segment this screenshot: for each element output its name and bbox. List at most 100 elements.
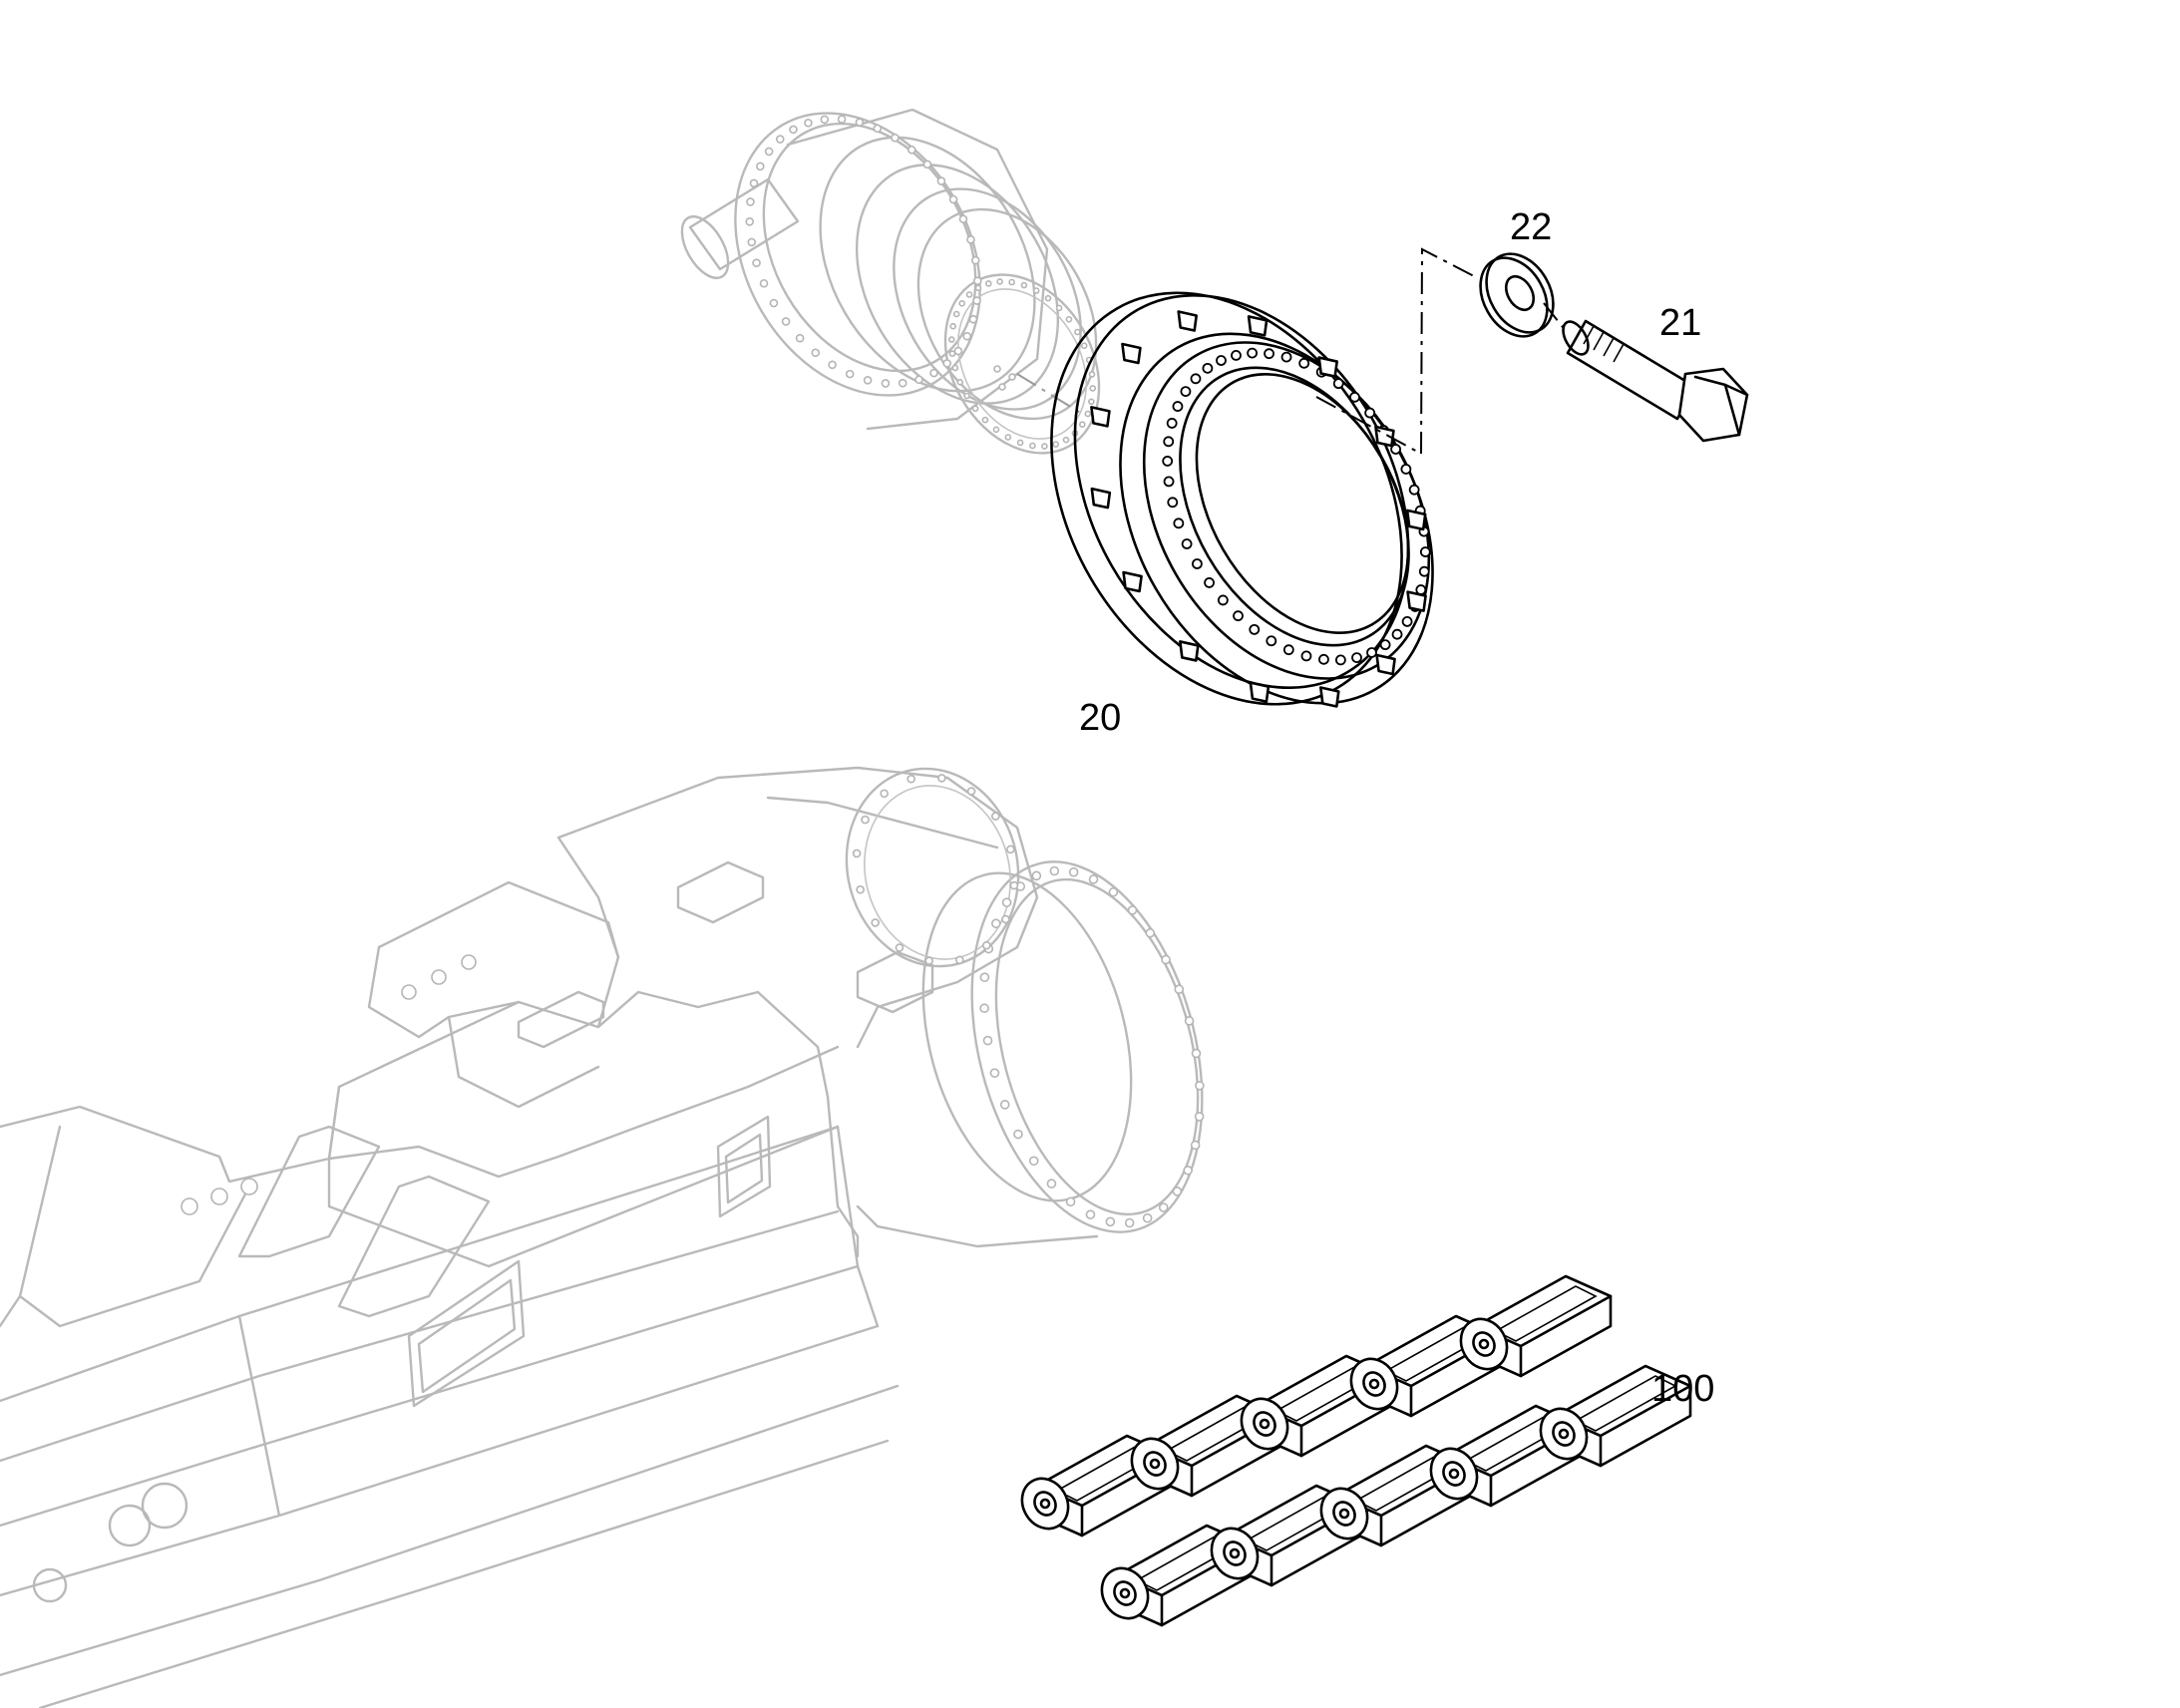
hub-bolt-holes bbox=[852, 774, 1205, 1228]
washer-part-22 bbox=[1479, 252, 1555, 338]
hub-hole bbox=[1127, 905, 1138, 915]
track-shoe bbox=[1459, 1274, 1613, 1378]
hub-hole bbox=[979, 972, 990, 982]
hub-hole bbox=[1161, 954, 1171, 965]
gearbox-face-hole bbox=[984, 280, 992, 287]
gearbox-face-hole bbox=[1016, 439, 1024, 447]
gearbox-face-hole bbox=[1004, 434, 1012, 441]
sprocket-hole bbox=[1202, 362, 1214, 374]
sprocket-hole bbox=[1247, 347, 1259, 359]
sprocket-hole bbox=[1390, 444, 1401, 455]
sprocket-tooth bbox=[1090, 406, 1111, 428]
gearbox-hole bbox=[845, 369, 855, 379]
gearbox-face-hole bbox=[1065, 315, 1073, 323]
gearbox-face-hole bbox=[1084, 410, 1092, 418]
sprocket-tooth bbox=[1249, 681, 1271, 703]
sprocket-hole bbox=[1180, 386, 1192, 398]
gearbox-face-hole bbox=[974, 284, 982, 292]
gearbox-face-hole bbox=[958, 300, 965, 307]
gearbox-hole bbox=[972, 296, 981, 305]
gearbox-hole bbox=[749, 178, 759, 188]
gearbox-face-hole bbox=[948, 350, 956, 357]
hub-hole bbox=[999, 1100, 1010, 1110]
gearbox-face-hole bbox=[1044, 294, 1052, 302]
assembly-centerlines bbox=[1315, 247, 1567, 455]
hub-hole bbox=[1105, 1216, 1116, 1227]
hub-hole bbox=[1001, 897, 1012, 907]
gearbox-hole bbox=[828, 360, 837, 370]
gearbox-face-hole bbox=[952, 310, 960, 318]
gearbox-hole bbox=[914, 375, 923, 385]
hub-hole bbox=[852, 849, 862, 858]
hub-hole bbox=[1183, 1165, 1193, 1176]
hub-hole bbox=[1068, 866, 1079, 877]
gearbox-face-hole bbox=[956, 378, 964, 386]
gearbox-face-hole bbox=[1029, 442, 1036, 450]
final-drive-gearbox bbox=[680, 108, 1101, 455]
hub-hole bbox=[1195, 1080, 1205, 1091]
gearbox-hole bbox=[958, 214, 968, 224]
hub-hole bbox=[1088, 874, 1099, 884]
gearbox-face-hole bbox=[992, 426, 1000, 434]
hub-hole bbox=[907, 774, 915, 784]
hub-hole bbox=[1085, 1209, 1096, 1219]
hub-hole bbox=[1158, 1202, 1169, 1212]
sprocket-tooth bbox=[1122, 570, 1143, 593]
sprocket-hole bbox=[1408, 484, 1420, 496]
sprocket-hole bbox=[1351, 652, 1362, 664]
gearbox-hole bbox=[962, 331, 972, 341]
gearbox-face-hole bbox=[1055, 304, 1063, 312]
gearbox-hole bbox=[795, 333, 805, 343]
gearbox-hole bbox=[873, 124, 883, 134]
hub-hole bbox=[1174, 984, 1185, 994]
gearbox-face-hole bbox=[1020, 281, 1028, 289]
track-chain-part-100 bbox=[1020, 1274, 1692, 1627]
sprocket-hole bbox=[1166, 418, 1178, 429]
sprocket-tooth bbox=[1317, 356, 1338, 378]
gearbox-hole bbox=[973, 276, 982, 286]
gearbox-face-hole bbox=[981, 416, 989, 424]
hub-hole bbox=[1031, 870, 1042, 881]
gearbox-hole bbox=[769, 298, 779, 308]
sprocket-hole bbox=[1163, 476, 1175, 488]
hub-hole bbox=[1065, 1196, 1076, 1207]
gearbox-face-hole bbox=[1041, 443, 1048, 450]
sprocket-hole bbox=[1298, 357, 1310, 369]
sprocket-tooth bbox=[1090, 487, 1112, 510]
gearbox-axis-line bbox=[1016, 373, 1083, 415]
hub-hole bbox=[1194, 1112, 1205, 1122]
gearbox-face-hole bbox=[996, 278, 1003, 285]
callout-bolt: 21 bbox=[1659, 302, 1701, 344]
sprocket-hole bbox=[1172, 401, 1184, 412]
sprocket-hole bbox=[1391, 628, 1403, 640]
sprocket-bolt-holes bbox=[1162, 347, 1431, 666]
gearbox-face-hole bbox=[1062, 436, 1070, 444]
callout-sprocket-ring: 20 bbox=[1079, 697, 1121, 739]
hub-hole bbox=[1145, 927, 1156, 938]
gearbox-face-hole bbox=[963, 392, 970, 400]
sprocket-tooth bbox=[1319, 686, 1340, 708]
sprocket-hole bbox=[1181, 538, 1193, 549]
hub-hole bbox=[1190, 1140, 1201, 1151]
gearbox-hole bbox=[781, 317, 791, 326]
sprocket-tooth bbox=[1406, 590, 1427, 612]
sprocket-hole bbox=[1162, 456, 1174, 467]
track-frame bbox=[0, 766, 1205, 1708]
sprocket-hole bbox=[1349, 391, 1360, 403]
gearbox-hole bbox=[948, 194, 958, 204]
sprocket-hole bbox=[1216, 355, 1227, 366]
sprocket-hole bbox=[1233, 610, 1244, 622]
gearbox-hole bbox=[970, 255, 980, 265]
sprocket-hole bbox=[1418, 565, 1430, 577]
hub-hole bbox=[924, 956, 933, 965]
hub-hole bbox=[1124, 1217, 1135, 1228]
sprocket-teeth bbox=[1090, 310, 1427, 708]
callout-washer: 22 bbox=[1510, 206, 1552, 248]
gearbox-hole bbox=[764, 147, 774, 157]
gearbox-hole bbox=[746, 197, 755, 206]
sprocket-hole bbox=[1266, 635, 1277, 647]
hub-hole bbox=[861, 815, 870, 825]
hub-hole bbox=[880, 789, 889, 799]
sprocket-hole bbox=[1217, 594, 1229, 606]
